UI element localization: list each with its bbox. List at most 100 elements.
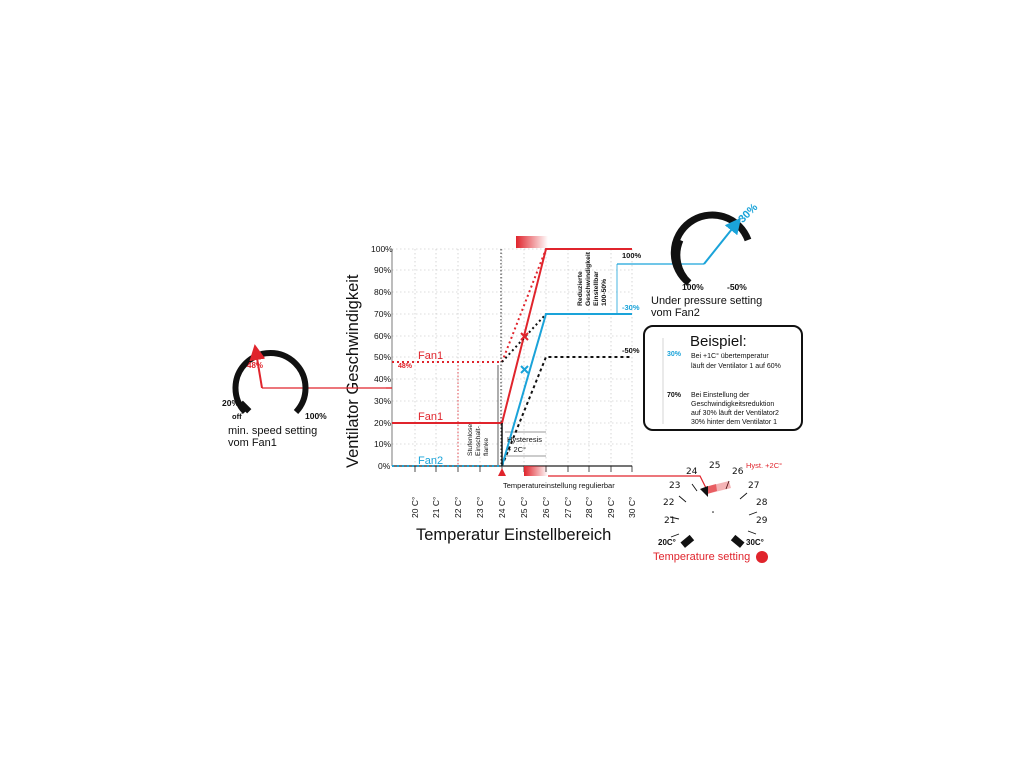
fan2-example-marker: [520, 365, 529, 374]
fan1-dial-min-tick: [238, 400, 252, 414]
fan1-example-marker: [520, 332, 529, 341]
fan1-48-label: 48%: [398, 363, 413, 370]
fan2-dial-left-label: 100%: [682, 282, 704, 292]
temp-dial-min-block: [680, 534, 695, 548]
temp-dial-connector: [548, 475, 707, 489]
fan2-caption: Under pressure setting: [651, 295, 762, 307]
temp-dial-number: 26: [732, 467, 744, 477]
fan2-reduced-50-line: [501, 313, 632, 363]
temp-dial-number: 23: [669, 481, 680, 491]
x-tick-label: 21 C°: [431, 497, 441, 518]
fan2-rise-line: [501, 313, 632, 467]
temp-dial-max-block: [730, 534, 745, 548]
temp-dial-number: 24: [686, 467, 698, 477]
temp-dial-number: 28: [756, 498, 768, 508]
example-box: Beispiel: 30% Bei +1C° übertemperatur lä…: [643, 325, 803, 431]
x-tick-label: 24 C°: [497, 497, 507, 518]
example-title: Beispiel:: [690, 333, 747, 350]
fan1-bottom-label: Fan1: [418, 411, 443, 423]
y-tick-label: 70%: [374, 309, 391, 319]
stufenlose-label: Einschalt-: [475, 426, 482, 456]
fan2-dial-pointer-icon[interactable]: [703, 217, 741, 265]
reduzierte-label: Einstellbar: [593, 271, 600, 306]
temp-dial-max-label: 30C°: [746, 538, 764, 547]
reduzierte-label: 100-50%: [601, 279, 608, 306]
temp-dial-hyst-label: Hyst. +2C°: [746, 461, 782, 470]
x-tick-label: 25 C°: [519, 497, 529, 518]
fan2-dial-arc: [670, 211, 752, 286]
stufenlose-label: flanke: [483, 438, 490, 456]
y-axis-title: Ventilator Geschwindigkeit: [344, 274, 362, 468]
temp-dial-caption: Temperature setting: [653, 551, 750, 563]
right-minus30-label: -30%: [622, 303, 640, 312]
y-tick-label: 0%: [378, 461, 391, 471]
fan2-caption-2: vom Fan2: [651, 307, 700, 319]
temp-dial-center: [712, 511, 714, 513]
right-minus50-label: -50%: [622, 346, 640, 355]
temp-dial-number: 25: [709, 461, 720, 471]
y-tick-label: 60%: [374, 331, 391, 341]
stufenlose-label: Stufenlose: [467, 424, 474, 456]
temp-dial-number: 22: [663, 498, 674, 508]
fan1-dial-off-label: off: [232, 412, 242, 421]
y-tick-label: 100%: [371, 244, 393, 254]
example-text: auf 30% läuft der Ventilator2: [691, 410, 779, 417]
y-tick-label: 80%: [374, 287, 391, 297]
right-100-label: 100%: [622, 251, 642, 260]
y-tick-label: 10%: [374, 439, 391, 449]
temp-dial-ticks: [669, 480, 758, 538]
fan-speed-chart: 100% 90% 80% 70% 60% 50% 40% 30% 20% 10%…: [344, 236, 642, 544]
y-tick-label: 90%: [374, 265, 391, 275]
y-tick-label: 20%: [374, 418, 391, 428]
temp-dial-pointer-icon[interactable]: [700, 486, 708, 497]
fan2-dial-value: -30%: [734, 201, 761, 228]
example-pct1: 30%: [667, 351, 682, 358]
fan1-dial-value: 48%: [247, 361, 263, 370]
reduzierte-label: Reduzierte: [577, 271, 584, 306]
x-tick-label: 27 C°: [563, 497, 573, 518]
x-tick-label: 23 C°: [475, 497, 485, 518]
fan1-top-label: Fan1: [418, 350, 443, 362]
temp-dial-number: 27: [748, 481, 759, 491]
fan2-reduced-50-lower-line: [501, 356, 632, 467]
example-pct2: 70%: [667, 392, 682, 399]
example-text: Bei +1C° übertemperatur: [691, 352, 769, 360]
x-tick-label: 30 C°: [627, 497, 637, 518]
fan1-dial-arc: [232, 350, 309, 415]
y-tick-label: 50%: [374, 352, 391, 362]
fan2-dial-right-label: -50%: [727, 282, 747, 292]
reduzierte-label: Geschwindigkeit: [585, 251, 592, 306]
hysteresis-label: Hysteresis: [507, 435, 542, 444]
y-tick-label: 40%: [374, 374, 391, 384]
x-tick-label: 22 C°: [453, 497, 463, 518]
y-tick-label: 30%: [374, 396, 391, 406]
top-hysteresis-highlight: [516, 236, 548, 248]
x-tick-label: 28 C°: [584, 497, 594, 518]
x-tick-label: 26 C°: [541, 497, 551, 518]
fan2-dial-arc-lower: [673, 238, 692, 286]
fan1-dial-pointer-icon[interactable]: [249, 344, 266, 389]
temp-setting-dot-icon: [756, 551, 768, 563]
temperature-dial[interactable]: 21 22 23 24 25 26 27 28 29 Hyst. +2C° 20…: [653, 461, 782, 563]
temp-dial-number: 21: [664, 516, 675, 526]
example-text: Bei Einstellung der: [691, 392, 750, 399]
temp-dial-min-label: 20C°: [658, 538, 676, 547]
bottom-hysteresis-highlight: [524, 466, 548, 476]
fan1-dial-min-label: 20%: [222, 398, 239, 408]
start-marker-icon: [498, 468, 506, 476]
fan2-pressure-dial[interactable]: -30% 100% -50% Under pressure setting vo…: [651, 201, 762, 319]
fan1-speed-dial[interactable]: 48% 20% off 100% min. speed setting vom …: [222, 344, 327, 449]
x-axis-title: Temperatur Einstellbereich: [416, 526, 611, 544]
example-text: läuft der Ventilator 1 auf 60%: [691, 363, 781, 370]
fan1-caption: min. speed setting: [228, 425, 317, 437]
hysteresis-value: + 2C°: [507, 445, 526, 454]
example-text: 30% hinter dem Ventilator 1: [691, 419, 777, 426]
x-tick-label: 29 C°: [606, 497, 616, 518]
fan2-label: Fan2: [418, 455, 443, 467]
x-tick-label: 20 C°: [410, 497, 420, 518]
temp-regulierbar-label: Temperatureinstellung regulierbar: [503, 481, 615, 490]
temp-dial-number: 29: [756, 516, 768, 526]
example-text: Geschwindigkeitsreduktion: [691, 401, 774, 408]
fan1-caption-2: vom Fan1: [228, 437, 277, 449]
